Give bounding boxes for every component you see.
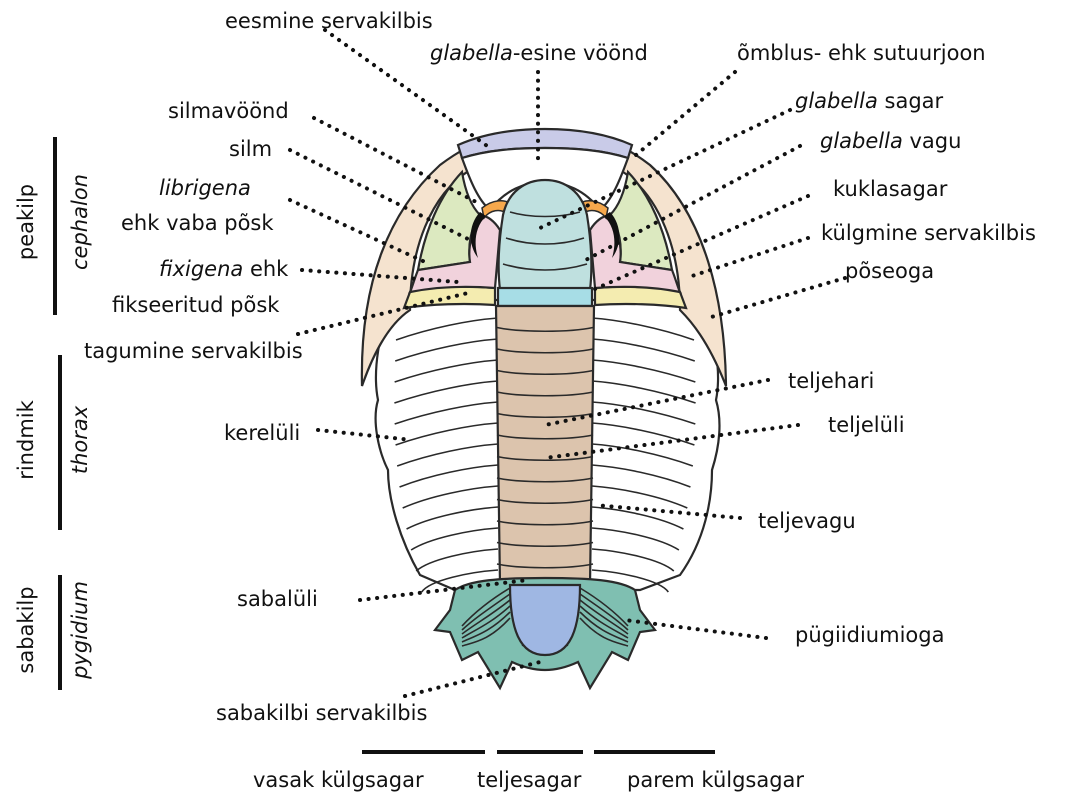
label-axial-ring: teljelüli	[828, 413, 905, 437]
leader-lateral-border	[692, 238, 808, 276]
label-preglabellar-field-text: -esine vöönd	[513, 41, 648, 65]
section-head-latin: cephalon	[68, 174, 92, 270]
occipital-ring	[498, 288, 592, 306]
label-axial-furrow: teljevagu	[758, 509, 856, 533]
label-eye-ridge: silmavöönd	[168, 99, 289, 123]
thoracic-axis	[496, 306, 594, 585]
label-glabella-lobe-italic: glabella	[795, 89, 878, 113]
lobe-markers: vasak külgsagar teljesagar parem külgsag…	[253, 752, 804, 792]
label-left-lobe: vasak külgsagar	[253, 768, 424, 792]
label-axial-lobe: teljesagar	[477, 768, 582, 792]
label-preglabellar-field: glabella-esine vöönd	[430, 41, 648, 65]
label-fixigena-1-text: ehk	[243, 257, 289, 281]
section-thorax-latin: thorax	[68, 405, 92, 474]
label-glabella-furrow: glabella vagu	[820, 129, 961, 153]
label-fixigena-2: fikseeritud põsk	[112, 293, 280, 317]
label-anterior-border: eesmine servakilbis	[225, 9, 433, 33]
section-markers: peakilp cephalon rindmik thorax sabakilp…	[14, 137, 92, 690]
label-librigena-2: ehk vaba põsk	[121, 211, 274, 235]
label-pygidial-spine: pügiidiumioga	[795, 623, 944, 647]
label-glabella-furrow-italic: glabella	[820, 129, 903, 153]
glabella	[499, 180, 592, 290]
section-tail-name: sabakilp	[14, 586, 38, 673]
label-pygidial-border: sabakilbi servakilbis	[216, 701, 427, 725]
label-pleura: kerelüli	[224, 421, 300, 445]
leader-suture	[630, 72, 735, 160]
section-thorax-name: rindmik	[14, 399, 38, 479]
label-librigena-1: librigena	[159, 176, 251, 200]
label-occipital-ring: kuklasagar	[833, 177, 948, 201]
label-suture: õmblus- ehk sutuurjoon	[737, 41, 986, 65]
leader-pygidial-border	[405, 662, 540, 696]
label-glabella-lobe: glabella sagar	[795, 89, 944, 113]
label-posterior-border: tagumine servakilbis	[84, 339, 303, 363]
section-tail-latin: pygidium	[68, 581, 92, 680]
label-preglabellar-field-italic: glabella	[430, 41, 513, 65]
label-pygidial-segment: sabalüli	[237, 587, 318, 611]
label-fixigena-1: fixigena ehk	[159, 257, 289, 281]
label-lateral-border: külgmine servakilbis	[821, 221, 1036, 245]
label-eye: silm	[229, 137, 272, 161]
leader-genal-spine	[708, 278, 845, 318]
label-genal-spine: põseoga	[845, 259, 934, 283]
section-head-name: peakilp	[14, 184, 38, 260]
label-glabella-furrow-text: vagu	[903, 129, 962, 153]
label-glabella-lobe-text: sagar	[878, 89, 944, 113]
label-axial-spine: teljehari	[788, 369, 874, 393]
label-right-lobe: parem külgsagar	[627, 768, 804, 792]
label-fixigena-1-italic: fixigena	[159, 257, 243, 281]
